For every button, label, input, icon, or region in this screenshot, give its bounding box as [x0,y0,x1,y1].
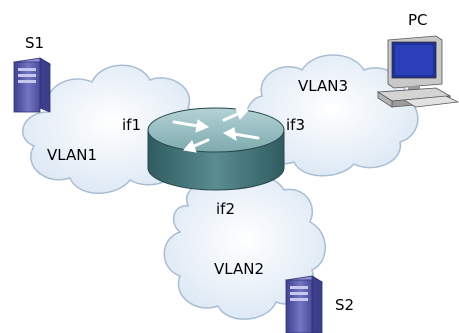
if1-label: if1 [122,116,141,134]
server2-label: S2 [335,296,354,314]
pc-label: PC [408,11,428,29]
server-tower-icon [12,57,52,113]
server1-label: S1 [25,34,44,52]
vlan1-label: VLAN1 [47,146,97,164]
vlan3-label: VLAN3 [298,77,348,95]
vlan3-cloud: VLAN3 [245,54,419,177]
server1: S1 [12,34,52,113]
router: if1 if3 if2 [122,107,305,218]
if2-label: if2 [216,200,235,218]
desktop-computer-icon [376,35,459,108]
if3-label: if3 [286,116,305,134]
server2: S2 [284,275,354,333]
vlan2-label: VLAN2 [214,260,264,278]
vlan2-cloud: VLAN2 [163,174,326,320]
server-tower-icon [284,275,324,333]
pc: PC [376,11,459,108]
router-icon [147,107,285,191]
